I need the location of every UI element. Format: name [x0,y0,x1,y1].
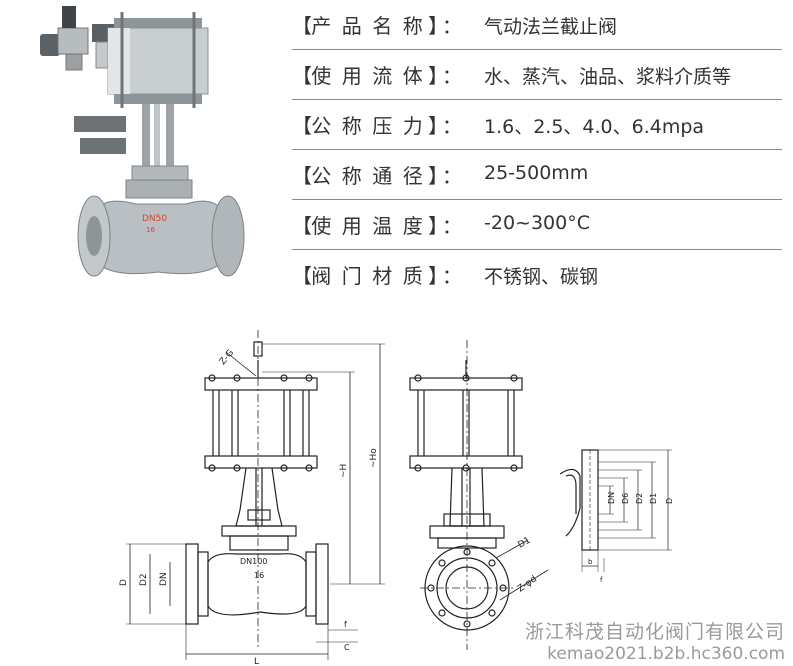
svg-text:DN50: DN50 [142,214,167,224]
ho-label: ~Ho [369,448,379,468]
watermark-site: kemao2021.b2b.hc360.com [547,644,785,664]
spec-label: 【公称压力】： [292,114,462,138]
front-view: DN100 16 Z-G ~H ~Ho D D2 DN L f C [119,330,385,666]
body-pn-mark: 16 [254,571,264,580]
flange-section-view: DN D6 D2 D1 D b f [559,449,674,584]
filter-regulator [40,6,114,71]
spec-row: 【产品名称】： 气动法兰截止阀 [292,0,782,50]
spec-label: 【产品名称】： [292,14,462,38]
c-label: C [344,643,350,652]
l-label: L [254,657,259,666]
spec-row: 【使用温度】： -20~300°C [292,200,782,250]
spec-row: 【公称通径】： 25-500mm [292,150,782,200]
flange-b-label: b [588,558,593,566]
flange-f-label: f [600,576,603,584]
technical-drawing: DN100 16 Z-G ~H ~Ho D D2 DN L f C [119,330,674,666]
dn-label: DN [159,572,169,586]
flange-d1-label: D1 [649,493,658,504]
side-view: D1 Z-φd [409,340,549,650]
flange-d2-label: D2 [635,493,644,504]
spec-label: 【公称通径】： [292,164,462,188]
spec-value: 25-500mm [484,162,589,184]
spec-row: 【阀门材质】： 不锈钢、碳钢 [292,250,782,300]
spec-label: 【阀门材质】： [292,264,462,288]
spec-value: 不锈钢、碳钢 [484,266,599,288]
spec-value: 水、蒸汽、油品、浆料介质等 [484,66,732,88]
spec-row: 【使用流体】： 水、蒸汽、油品、浆料介质等 [292,50,782,100]
d2-label: D2 [139,573,149,586]
zg-label: Z-G [218,348,236,367]
h-label: ~H [339,464,349,478]
zd-label: Z-φd [516,574,539,594]
body-dn-mark: DN100 [240,557,267,566]
spec-label: 【使用流体】： [292,64,462,88]
spec-value: 1.6、2.5、4.0、6.4mpa [484,116,705,138]
valve-body: DN50 16 [77,179,245,277]
yoke-assembly [74,104,189,181]
f-label: f [344,620,347,629]
spec-row: 【公称压力】： 1.6、2.5、4.0、6.4mpa [292,100,782,150]
flange-d-label: D [665,498,674,504]
spec-table: 【产品名称】： 气动法兰截止阀 【使用流体】： 水、蒸汽、油品、浆料介质等 【公… [292,0,782,300]
pneumatic-cylinder [107,12,209,108]
flange-d6-label: D6 [621,493,630,504]
flange-dn-label: DN [607,492,616,504]
d-label: D [119,579,129,586]
valve-product-photo: DN50 16 [40,6,245,277]
svg-text:16: 16 [146,226,155,234]
spec-value: 气动法兰截止阀 [484,16,618,38]
d1-label: D1 [517,536,533,551]
spec-label: 【使用温度】： [292,214,462,238]
watermark-company: 浙江科茂自动化阀门有限公司 [524,621,785,643]
spec-value: -20~300°C [484,212,590,234]
